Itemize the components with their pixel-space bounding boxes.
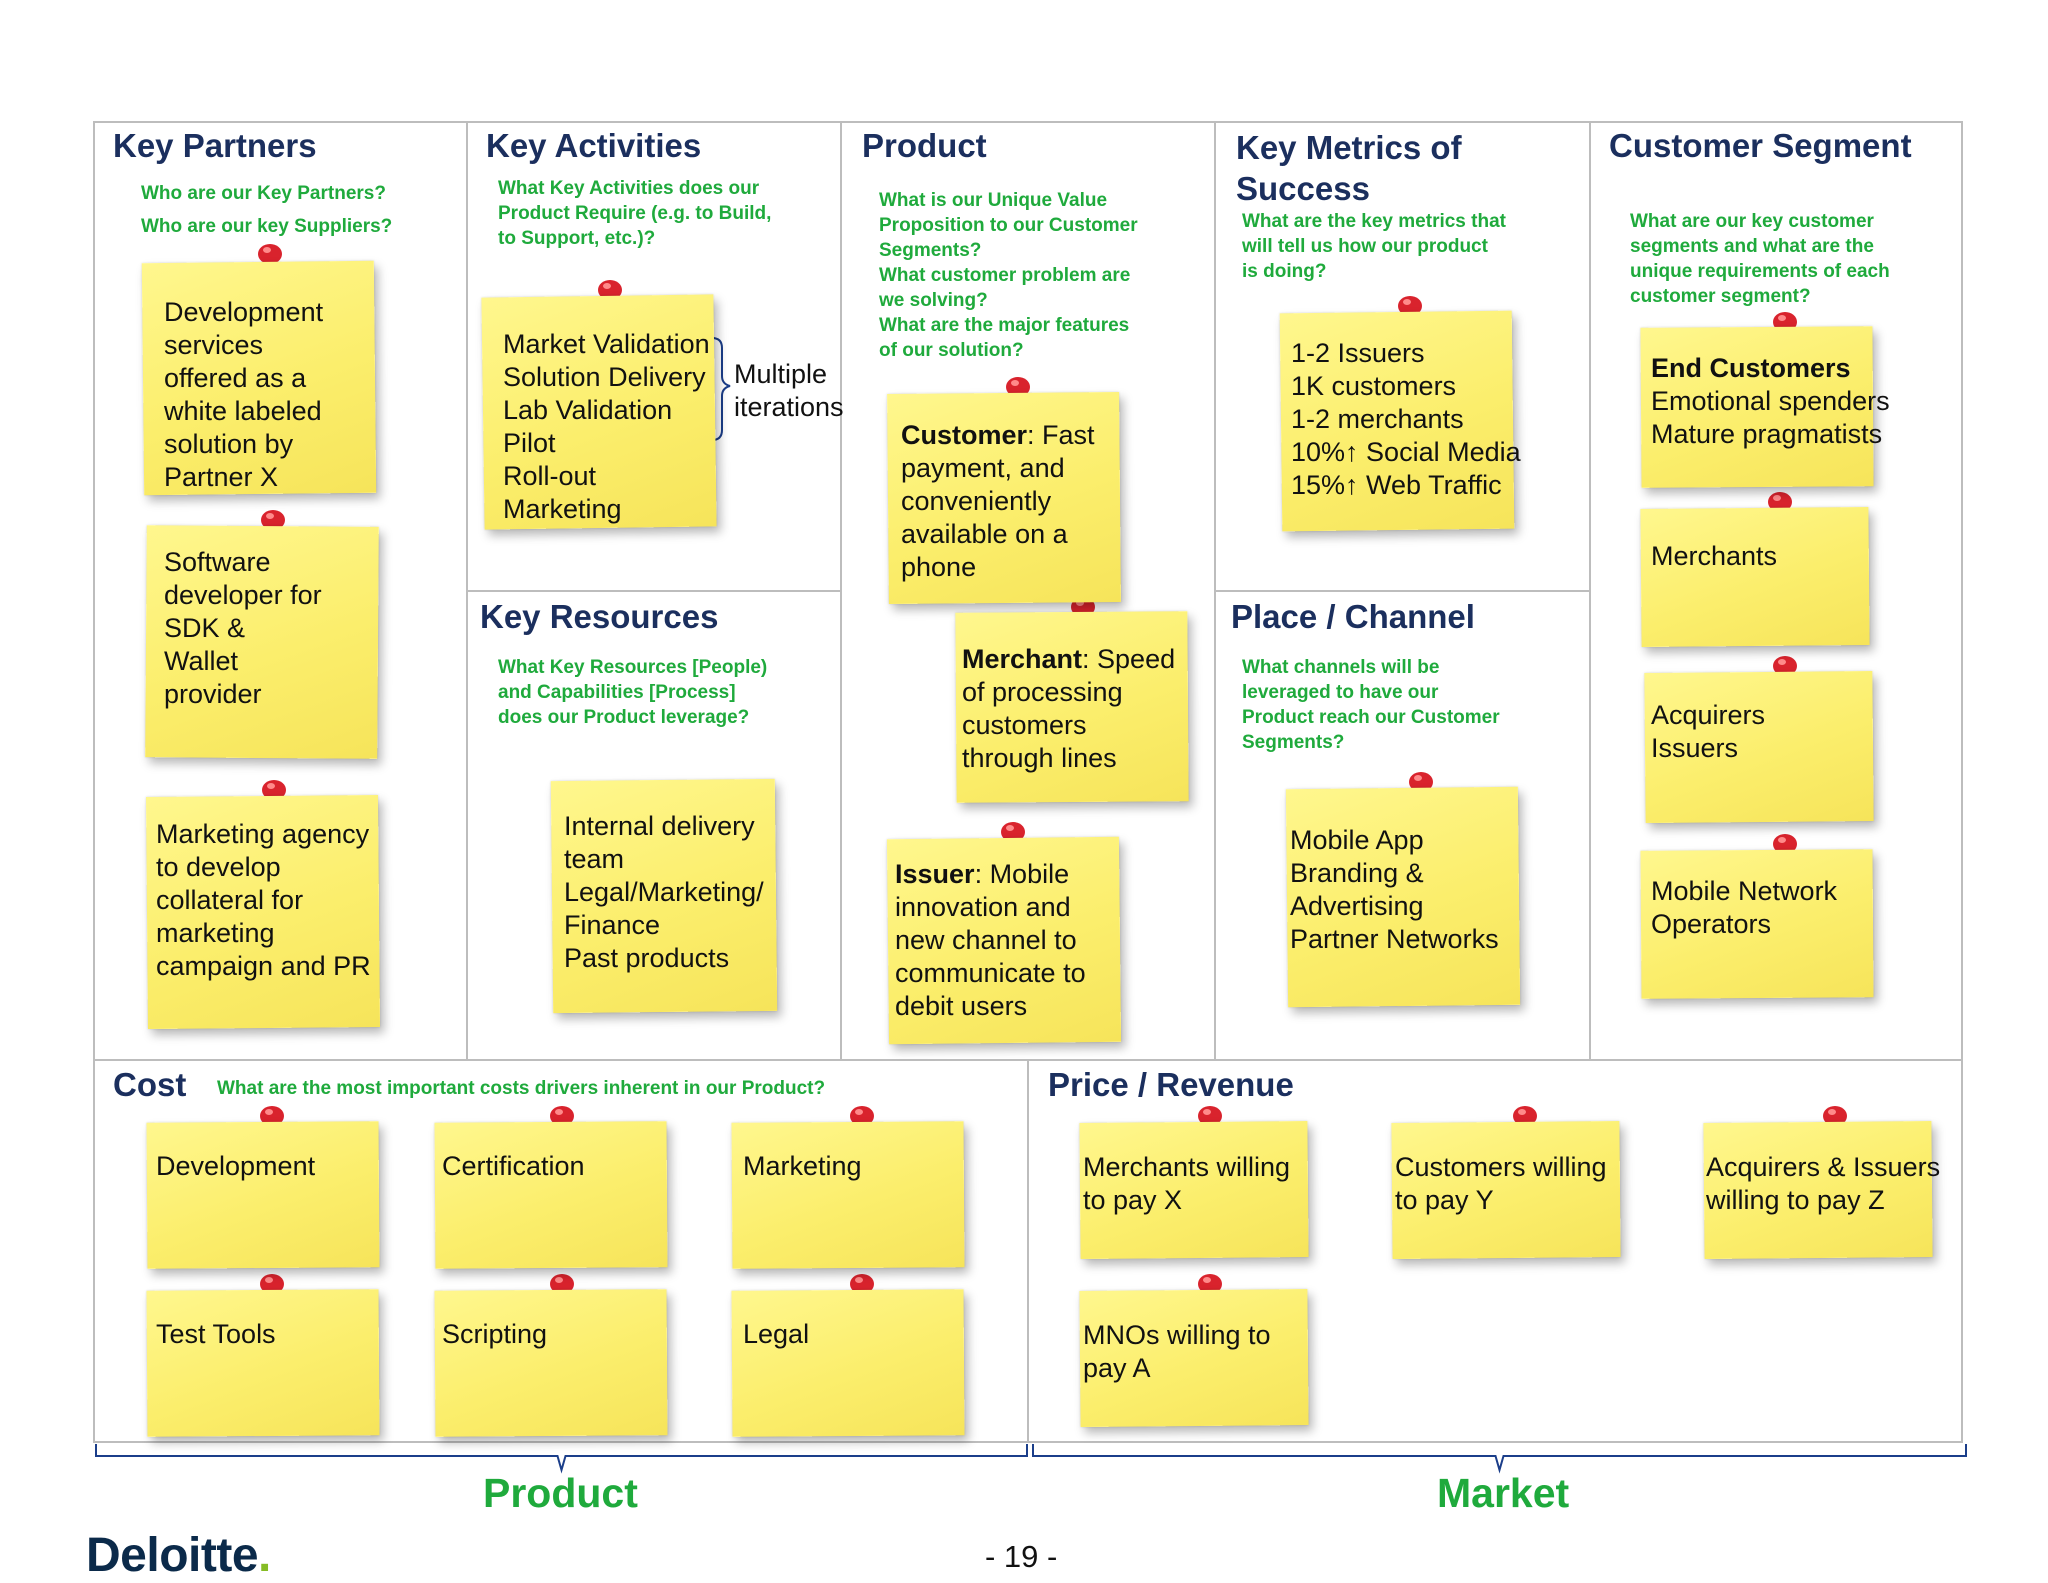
note-text: Internal delivery team Legal/Marketing/ … bbox=[564, 811, 764, 973]
note-text: Development services offered as a white … bbox=[164, 297, 324, 492]
end-customers-label: End Customers bbox=[1651, 353, 1851, 383]
deloitte-logo: Deloitte. bbox=[86, 1528, 271, 1583]
product-group-label: Product bbox=[483, 1470, 638, 1516]
note-text: Mobile Network Operators bbox=[1651, 876, 1838, 939]
note-text: 1-2 Issuers 1K customers 1-2 merchants 1… bbox=[1291, 338, 1521, 500]
key-resources-questions: What Key Resources [People) and Capabili… bbox=[498, 657, 768, 728]
group-brace bbox=[1032, 1444, 1967, 1474]
key-metrics-questions: What are the key metrics that will tell … bbox=[1242, 211, 1506, 282]
note-text: Merchants bbox=[1651, 541, 1778, 571]
issuer-text: : Mobile innovation and new channel to c… bbox=[895, 859, 1086, 1021]
product-questions: What is our Unique Value Proposition to … bbox=[879, 190, 1138, 361]
divider-v2 bbox=[840, 121, 842, 1059]
sticky-note bbox=[731, 1289, 965, 1437]
customer-segment-questions: What are our key customer segments and w… bbox=[1630, 211, 1890, 307]
note-text-customer: Customer: Fast payment, and conveniently… bbox=[901, 419, 1095, 584]
cost-title: Cost bbox=[113, 1066, 187, 1103]
customer-segment-title: Customer Segment bbox=[1609, 127, 1912, 164]
product-title: Product bbox=[862, 127, 987, 164]
key-activities-questions: What Key Activities does our Product Req… bbox=[498, 178, 772, 249]
divider-h-resources bbox=[466, 590, 840, 592]
note-text: Merchants willing to pay X bbox=[1083, 1152, 1291, 1215]
merchant-text: : Speed of processing customers through … bbox=[962, 644, 1176, 773]
note-text: MNOs willing to pay A bbox=[1083, 1320, 1271, 1383]
note-text: Acquirers & Issuers willing to pay Z bbox=[1706, 1152, 1941, 1215]
iterations-label: Multiple iterations bbox=[734, 359, 844, 422]
sticky-note bbox=[1640, 507, 1870, 647]
logo-dot: . bbox=[258, 1529, 271, 1582]
issuer-label: Issuer bbox=[895, 859, 975, 889]
end-customers-text: Emotional spenders Mature pragmatists bbox=[1651, 386, 1890, 449]
key-resources-title: Key Resources bbox=[480, 598, 719, 635]
key-metrics-title: Key Metrics of Success bbox=[1236, 129, 1462, 207]
customer-text: : Fast payment, and conveniently availab… bbox=[901, 420, 1095, 582]
divider-h-channel bbox=[1214, 590, 1589, 592]
market-group-label: Market bbox=[1437, 1470, 1570, 1516]
note-text: Market Validation Solution Delivery Lab … bbox=[503, 329, 710, 524]
note-text: Development bbox=[156, 1151, 316, 1181]
note-text-merchant: Merchant: Speed of processing customers … bbox=[962, 643, 1175, 775]
price-revenue-title: Price / Revenue bbox=[1048, 1066, 1294, 1103]
note-text: Legal bbox=[743, 1319, 810, 1349]
key-partners-title: Key Partners bbox=[113, 127, 317, 164]
key-activities-title: Key Activities bbox=[486, 127, 702, 164]
sticky-note bbox=[434, 1289, 668, 1437]
note-text: Acquirers Issuers bbox=[1651, 700, 1766, 763]
note-text: Software developer for SDK & Wallet prov… bbox=[164, 547, 322, 709]
key-partners-questions: Who are our Key Partners? Who are our ke… bbox=[141, 183, 393, 237]
sticky-note bbox=[434, 1121, 668, 1269]
note-text: Customers willing to pay Y bbox=[1395, 1152, 1607, 1215]
note-text-issuer: Issuer: Mobile innovation and new channe… bbox=[895, 858, 1086, 1023]
cost-questions: What are the most important costs driver… bbox=[217, 1078, 826, 1099]
note-text: Marketing agency to develop collateral f… bbox=[156, 819, 371, 981]
sticky-note bbox=[731, 1121, 965, 1269]
group-brace bbox=[95, 1444, 1028, 1474]
place-channel-title: Place / Channel bbox=[1231, 598, 1475, 635]
sticky-note bbox=[146, 1121, 380, 1269]
note-text: Marketing bbox=[743, 1151, 862, 1181]
note-text: Mobile App Branding & Advertising Partne… bbox=[1290, 825, 1499, 954]
place-channel-questions: What channels will be leveraged to have … bbox=[1242, 657, 1500, 753]
logo-text: Deloitte bbox=[86, 1529, 259, 1582]
sticky-note bbox=[146, 1289, 380, 1437]
iterations-bracket bbox=[711, 337, 731, 441]
customer-label: Customer bbox=[901, 420, 1028, 450]
note-text: Certification bbox=[442, 1151, 585, 1181]
divider-v-cost-price bbox=[1027, 1059, 1029, 1443]
page-number: - 19 - bbox=[985, 1539, 1058, 1574]
merchant-label: Merchant bbox=[962, 644, 1083, 674]
note-text: Scripting bbox=[442, 1319, 548, 1349]
divider-v4 bbox=[1589, 121, 1591, 1059]
note-text: Test Tools bbox=[156, 1319, 276, 1349]
